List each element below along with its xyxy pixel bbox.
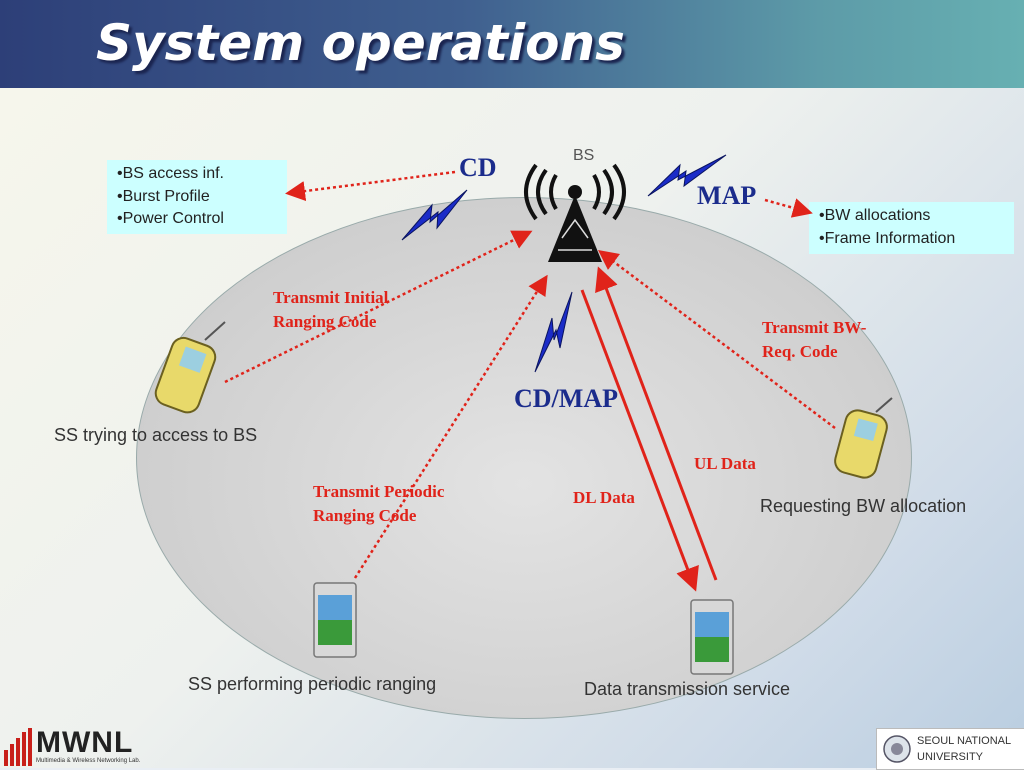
ul-data-label: UL Data [694,454,756,473]
periodic-ranging-label: Transmit Periodic Ranging Code [313,480,444,528]
mwnl-logo: MWNL Multimedia & Wireless Networking La… [0,726,160,768]
ss-periodic-label: SS performing periodic ranging [188,674,437,694]
label-line: Req. Code [762,342,838,361]
cd-info-box: BS access inf. Burst Profile Power Contr… [107,160,287,234]
label-line: Transmit Periodic [313,482,445,501]
university-logo: SEOUL NATIONAL UNIVERSITY [876,728,1024,770]
map-info-item: BW allocations [819,205,1004,228]
lightning-icon [647,154,727,197]
periodic-ranging-arrow [353,274,548,579]
cd-info-item: BS access inf. [117,163,277,186]
cdmap-label: CD/MAP [514,384,618,413]
ss-bw-label: Requesting BW allocation [760,496,967,516]
mobile-phone-icon [154,321,226,414]
cd-info-item: Power Control [117,208,277,231]
lightning-icon [401,189,468,241]
dl-data-arrow [580,289,699,592]
university-line1: SEOUL NATIONAL [917,735,1012,747]
coverage-area [136,197,912,719]
logo-text: MWNL [36,726,134,759]
university-line2: UNIVERSITY [917,751,984,763]
bw-request-label: Transmit BW- Req. Code [762,316,866,364]
initial-ranging-label: Transmit Initial Ranging Code [273,286,388,334]
cd-info-item: Burst Profile [117,186,277,209]
mobile-phone-icon [834,397,893,479]
label-line: Transmit BW- [762,318,867,337]
map-label: MAP [697,181,757,210]
label-line: Transmit Initial [273,288,389,307]
bs-label: BS [573,147,595,164]
map-arrow [764,198,813,218]
logo-subtitle: Multimedia & Wireless Networking Lab. [36,758,141,764]
title-bar: System operations [0,0,1024,88]
ss-data-label: Data transmission service [584,679,791,699]
initial-ranging-arrow [224,230,533,384]
label-line: Ranging Code [313,506,417,525]
label-line: Ranging Code [273,312,377,331]
bw-request-arrow [598,249,836,429]
pda-device-icon [690,599,734,675]
lightning-icon [534,291,573,373]
ul-data-arrow [595,266,718,581]
page-title: System operations [96,14,625,72]
dl-data-label: DL Data [573,488,635,507]
university-emblem-icon [883,735,911,763]
cd-arrow [285,170,456,202]
base-station-tower-icon [524,163,626,262]
pda-device-icon [313,582,357,658]
ss-access-label: SS trying to access to BS [54,425,258,445]
cd-label: CD [459,153,497,182]
map-info-box: BW allocations Frame Information [809,202,1014,254]
logo-bars-icon [4,728,32,766]
map-info-item: Frame Information [819,228,1004,251]
